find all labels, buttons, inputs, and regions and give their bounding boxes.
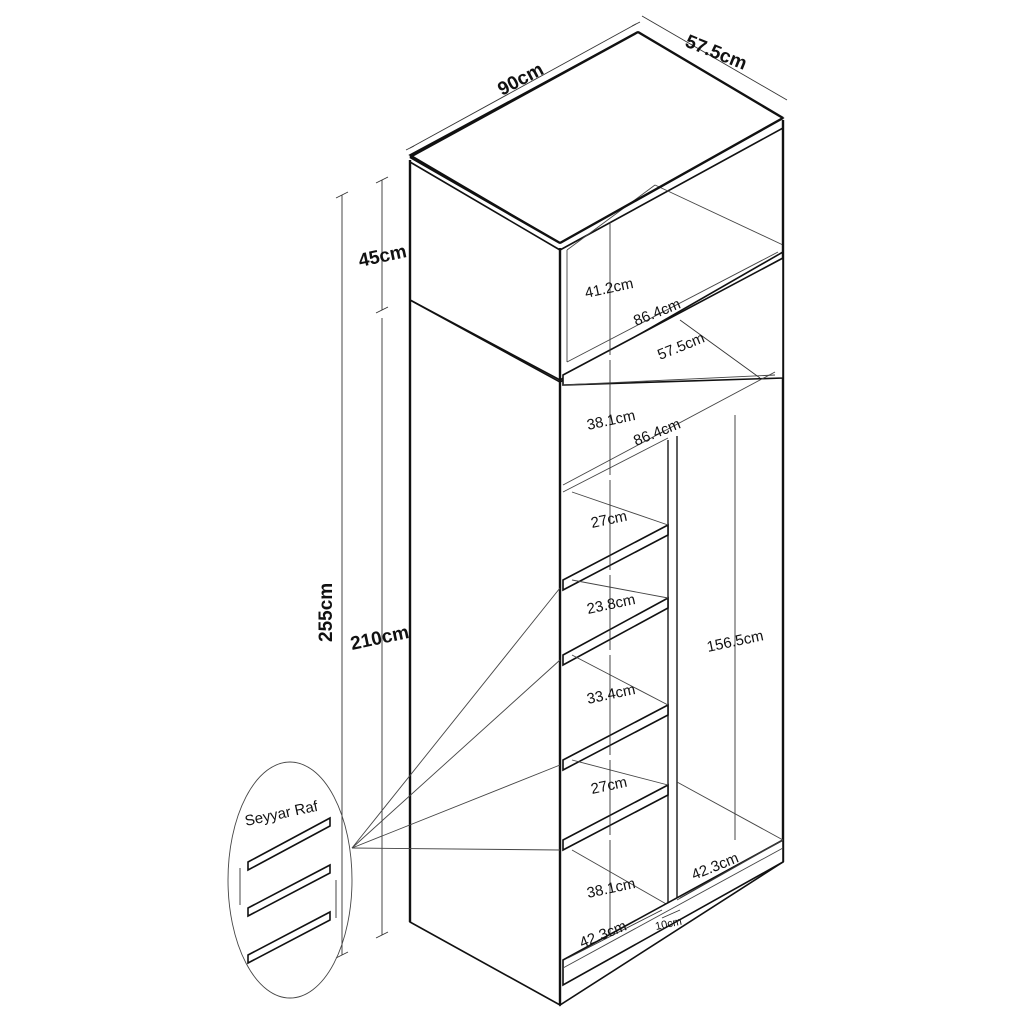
detail-shelf-2	[247, 863, 331, 918]
fixed-shelf	[562, 256, 784, 386]
detail-shelf-1	[247, 816, 331, 872]
divider-thickness-label: 10cm	[654, 916, 683, 933]
detail-callout	[227, 587, 561, 999]
overall-dimensions	[335, 15, 788, 959]
shelf-3	[562, 703, 669, 772]
shelf-1	[562, 523, 669, 592]
total-height-label: 255cm	[316, 583, 337, 642]
bottom-plinth	[562, 838, 784, 987]
shelf-4	[562, 783, 669, 852]
body-height-label: 210cm	[349, 622, 411, 655]
inner-dimensions	[567, 222, 783, 959]
shelf-2	[562, 596, 669, 667]
main-body	[408, 30, 785, 1007]
left-panel	[409, 298, 561, 1007]
top-height-label: 45cm	[357, 241, 409, 272]
top-cabinet	[408, 31, 785, 382]
detail-title: Seyyar Raf	[243, 798, 320, 830]
detail-shelf-3	[247, 910, 331, 965]
detail-circle	[227, 761, 353, 999]
